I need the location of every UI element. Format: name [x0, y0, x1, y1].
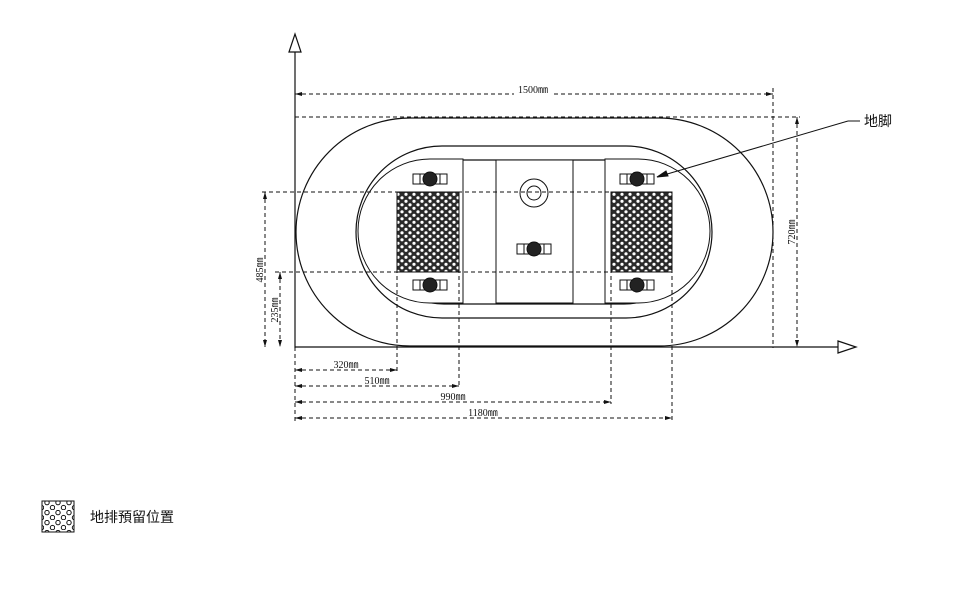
dimension-arrowheads — [263, 92, 799, 420]
legend-drain-label: 地排預留位置 — [90, 510, 174, 526]
overall-width-label: 720㎜ — [787, 220, 798, 245]
drain-outlet-inner-icon — [526, 185, 542, 201]
right-floor-drain-zone — [610, 191, 673, 273]
drain-left-inner-label: 320㎜ — [334, 360, 359, 371]
overall-length-label: 1500㎜ — [518, 85, 548, 96]
drain-right-inner-label: 990㎜ — [441, 392, 466, 403]
leveling-foot-icon — [412, 171, 448, 187]
x-axis-arrow — [837, 340, 858, 354]
leveling-feet — [412, 171, 655, 293]
tub-outer-rim — [295, 117, 774, 347]
callout-arrowhead — [656, 170, 669, 178]
leveling-foot-icon — [412, 277, 448, 293]
callout-leader-line — [656, 120, 849, 178]
leveling-foot-icon — [516, 241, 552, 257]
axes — [288, 32, 858, 354]
drain-right-outer-label: 1180㎜ — [468, 408, 498, 419]
drain-top-label: 485㎜ — [255, 258, 266, 283]
dimension-labels: 1500㎜ 720㎜ 485㎜ 235㎜ 320㎜ 510㎜ 990㎜ 1180… — [255, 84, 798, 419]
floor-drain-zones — [396, 191, 673, 273]
drain-left-outer-label: 510㎜ — [365, 376, 390, 387]
leveling-foot-icon — [619, 171, 655, 187]
leveling-foot-icon — [619, 277, 655, 293]
y-axis-arrow — [288, 32, 302, 53]
legend: 地排預留位置 — [41, 500, 174, 533]
dimension-lines — [262, 88, 800, 422]
drain-bottom-label: 235㎜ — [270, 298, 281, 323]
foot-callout — [656, 120, 860, 178]
left-floor-drain-zone — [396, 191, 460, 273]
foot-callout-label: 地脚 — [864, 114, 892, 130]
legend-drain-swatch — [41, 500, 75, 533]
tub-inner-rim — [355, 145, 713, 319]
